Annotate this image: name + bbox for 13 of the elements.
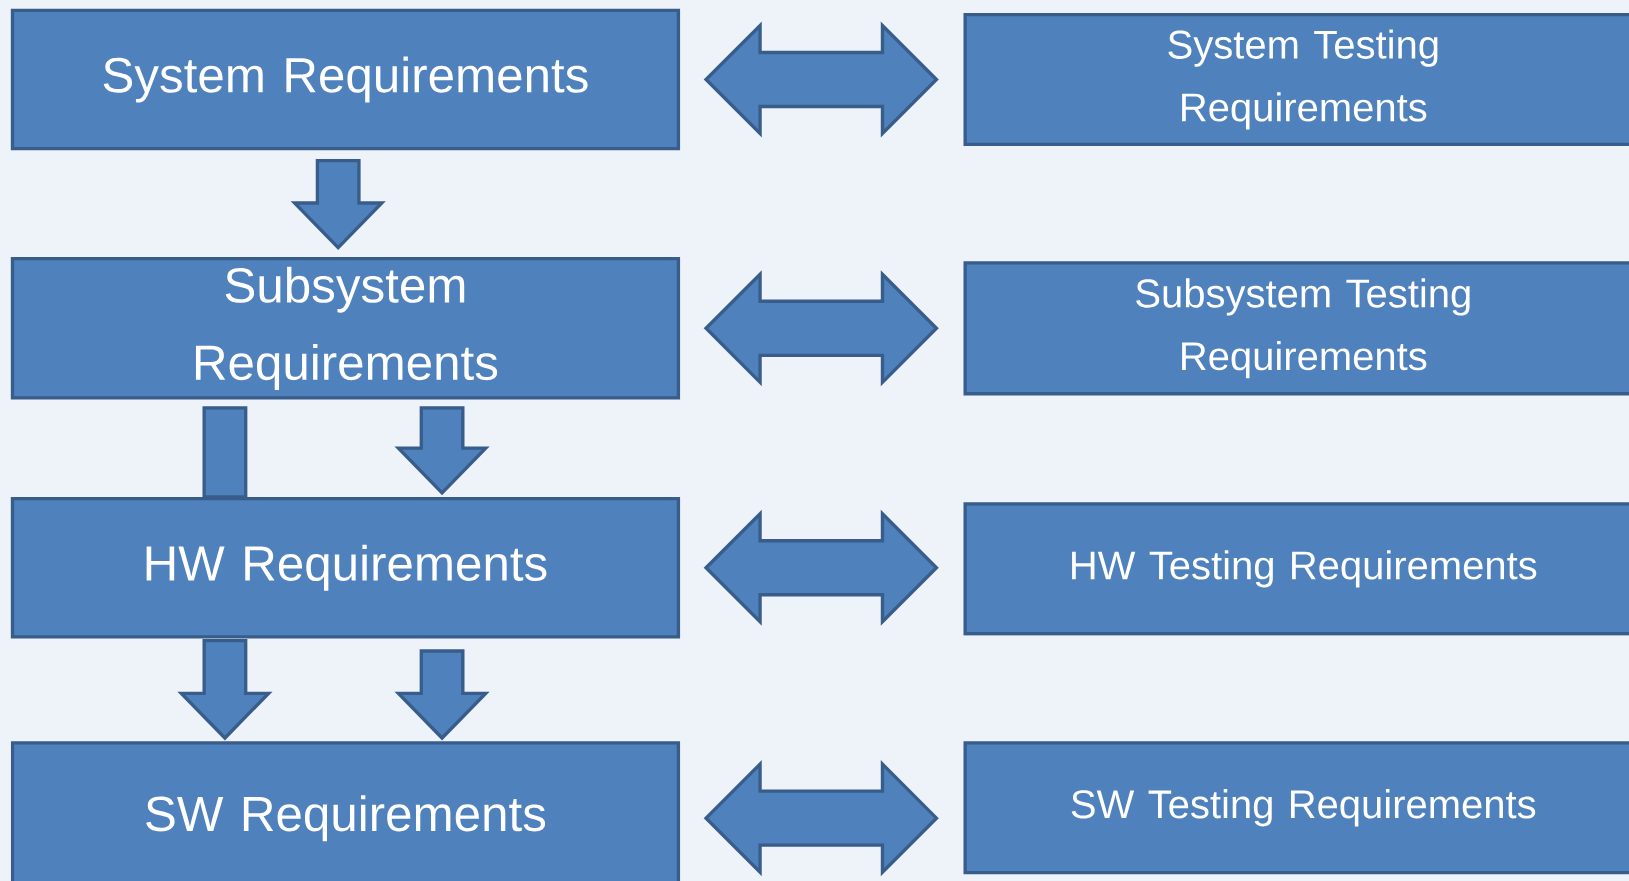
requirement-box: Subsystem Requirements [10, 257, 681, 400]
block-arrow [177, 638, 273, 741]
requirement-box: System Requirements [10, 8, 681, 151]
block-arrow [394, 649, 490, 741]
block-arrow [290, 158, 386, 251]
requirement-box: System Testing Requirements [963, 12, 1629, 147]
requirement-box: HW Testing Requirements [963, 502, 1629, 636]
requirement-box: HW Requirements [10, 497, 681, 639]
block-arrow [394, 406, 490, 496]
block-arrow [202, 406, 248, 499]
requirement-box: Subsystem Testing Requirements [963, 261, 1629, 396]
requirement-box: SW Requirements [10, 741, 681, 881]
requirement-box: SW Testing Requirements [963, 741, 1629, 875]
